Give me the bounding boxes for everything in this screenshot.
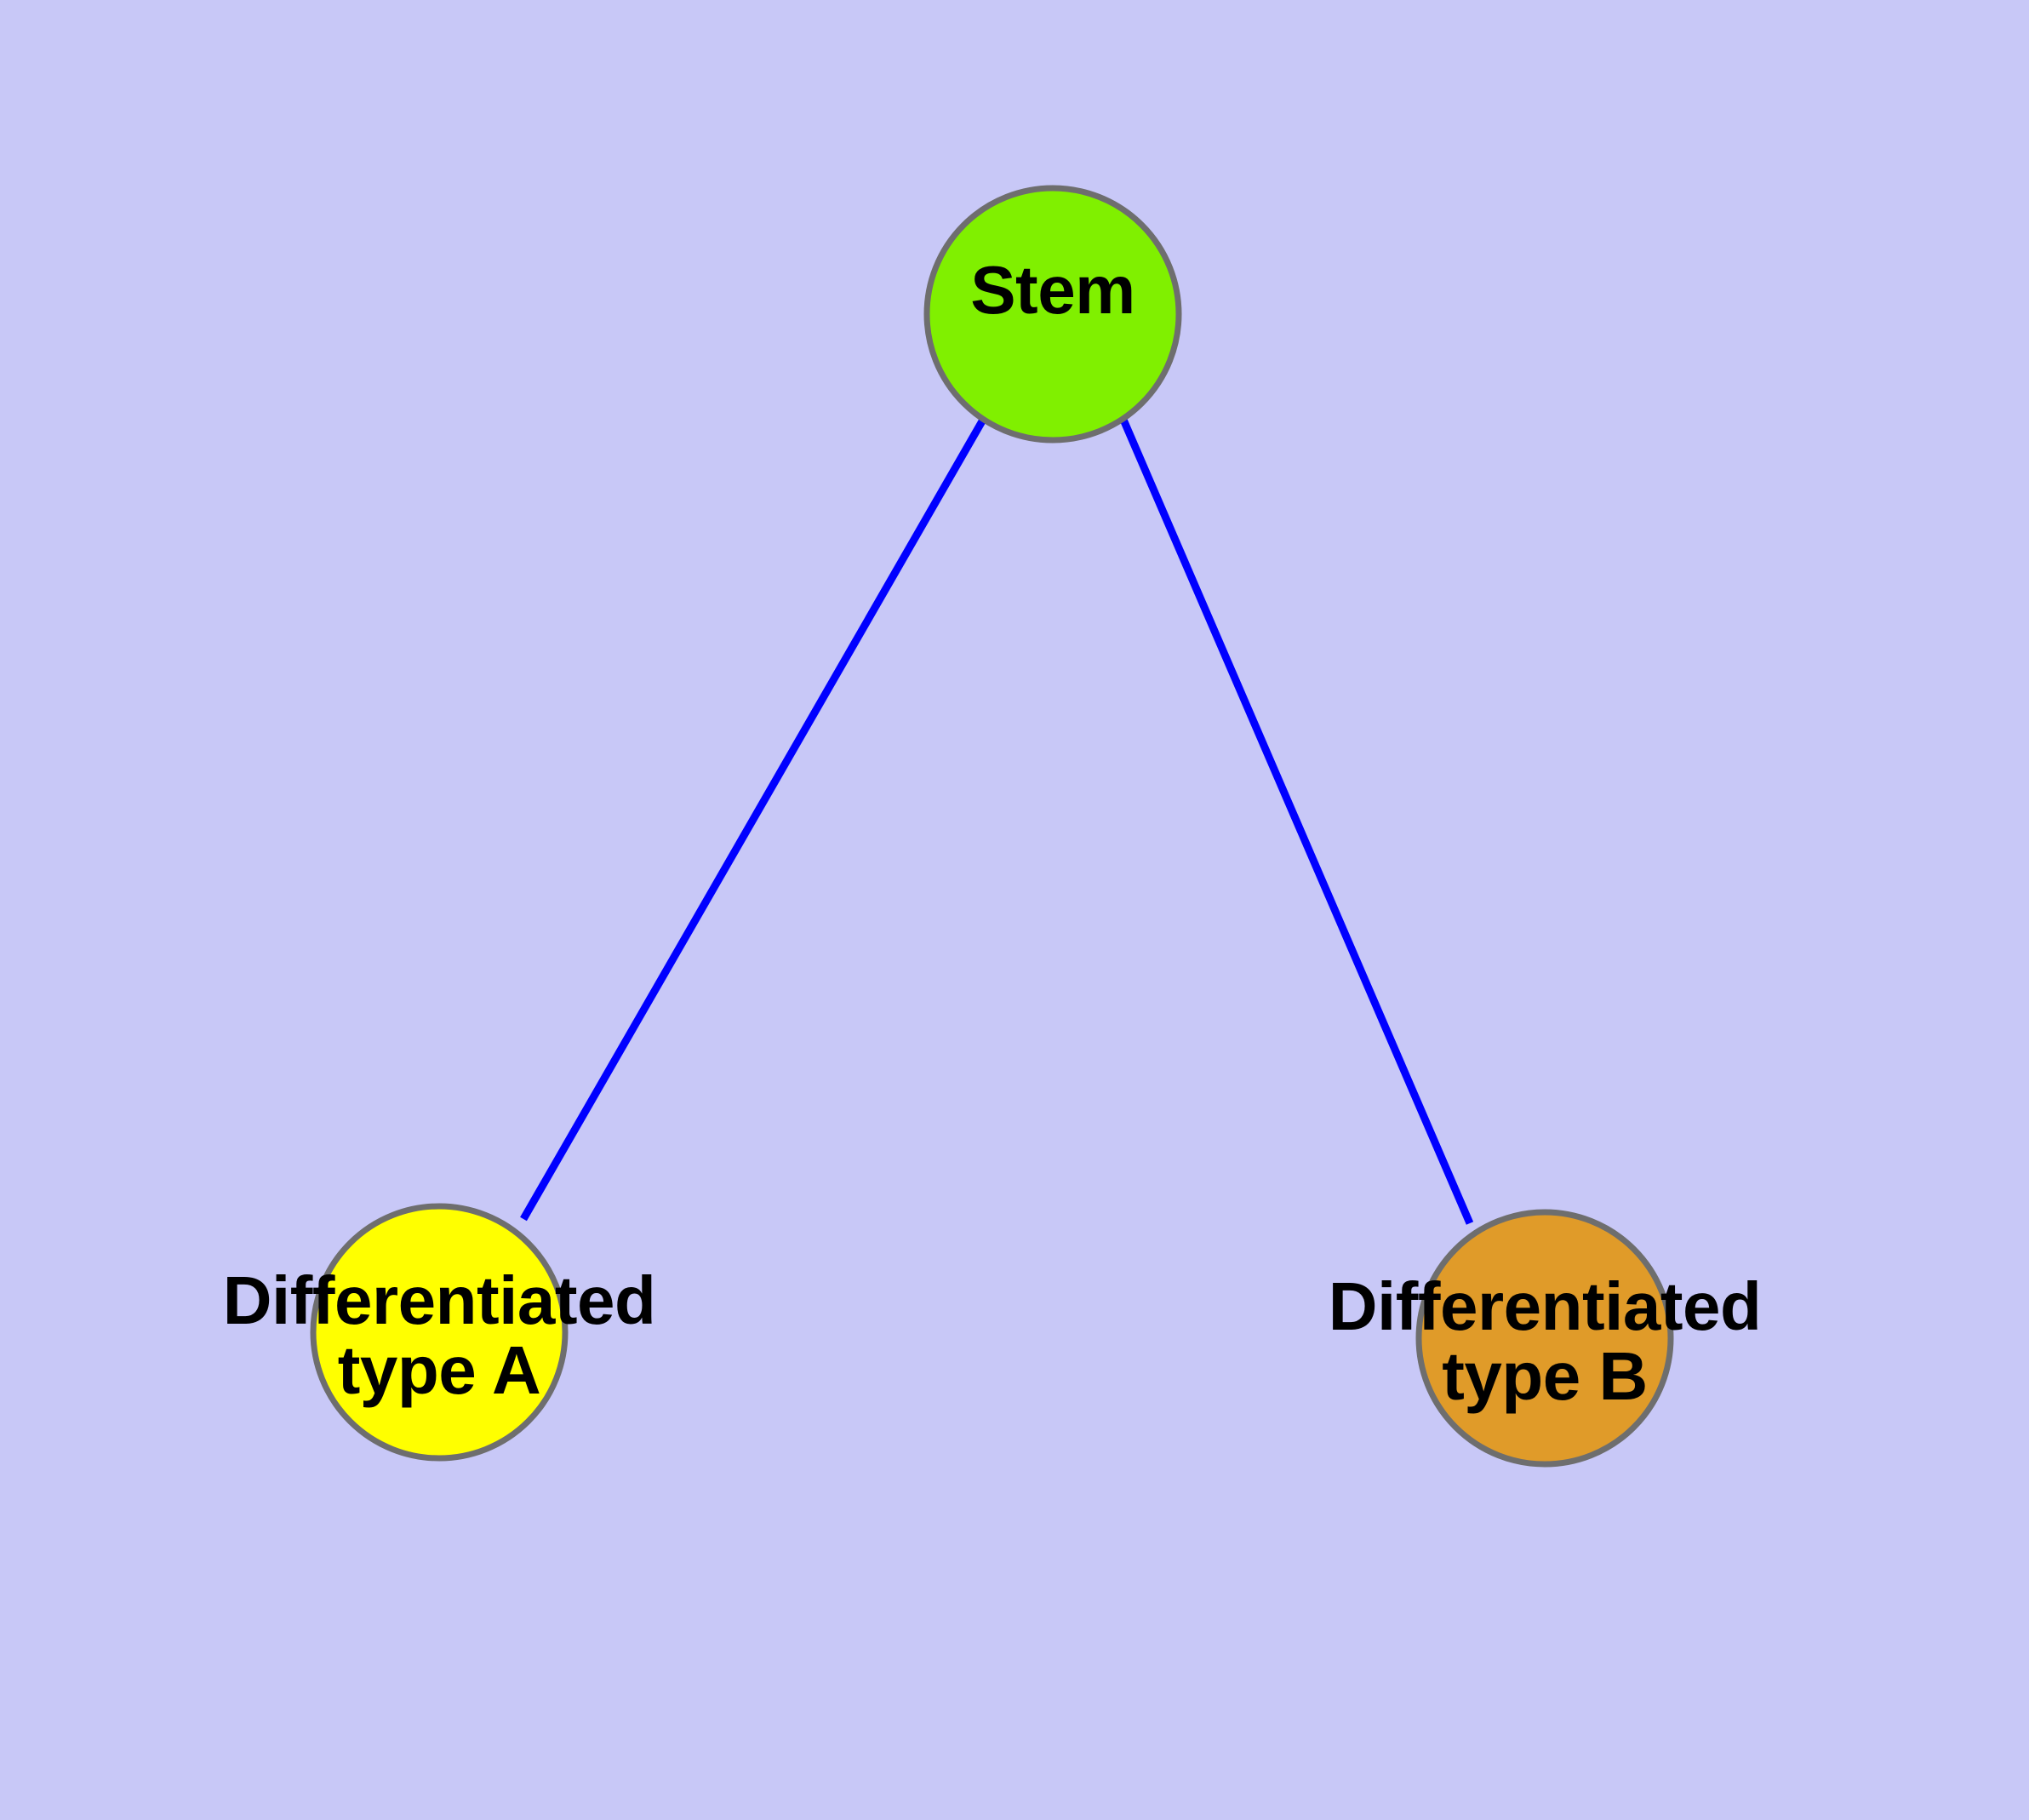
edge-stem-to-differentiated-a[interactable] xyxy=(520,417,986,1222)
node-stem[interactable] xyxy=(923,185,1182,444)
node-differentiated-type-a[interactable] xyxy=(310,1203,569,1462)
edge-stem-to-differentiated-b[interactable] xyxy=(1119,418,1474,1225)
node-differentiated-type-b[interactable] xyxy=(1415,1209,1674,1468)
